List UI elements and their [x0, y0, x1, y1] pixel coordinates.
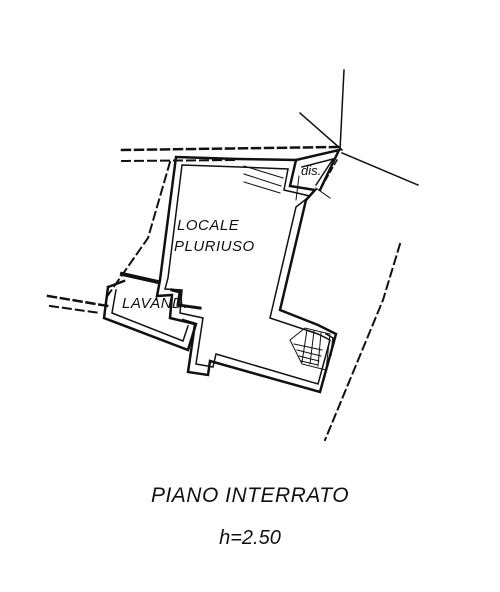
boundary-dashed: [104, 160, 172, 300]
closet-door: [243, 165, 284, 194]
laundry-wall: [102, 279, 198, 352]
boundary-dashed: [120, 145, 340, 152]
laundry-divider: [119, 271, 161, 285]
door-opening: [295, 175, 300, 201]
room-label-line1: LOCALE: [177, 217, 240, 234]
room-label-line2: PLURIUSO: [174, 238, 255, 255]
door-opening: [315, 187, 331, 199]
staircase: [289, 327, 334, 371]
ceiling-height: h=2.50: [219, 527, 281, 549]
door-swing: [155, 277, 161, 301]
laundry-wall: [111, 289, 189, 342]
closet-wall: [294, 148, 342, 192]
boundary-dashed: [323, 242, 402, 442]
closet-wall: [301, 157, 335, 187]
closet-label: dis.: [301, 163, 321, 178]
laundry-label: LAVAND.: [122, 295, 188, 312]
property-line: [339, 69, 345, 151]
room-outer-wall: [155, 155, 338, 394]
property-line: [298, 111, 344, 152]
boundary-dashed: [48, 304, 102, 315]
room-inner-wall: [164, 164, 331, 385]
boundary-dashed: [46, 294, 110, 308]
laundry-divider: [170, 288, 202, 310]
boundary-dashed: [120, 158, 240, 163]
property-line: [341, 152, 419, 186]
floor-title: PIANO INTERRATO: [150, 484, 350, 507]
